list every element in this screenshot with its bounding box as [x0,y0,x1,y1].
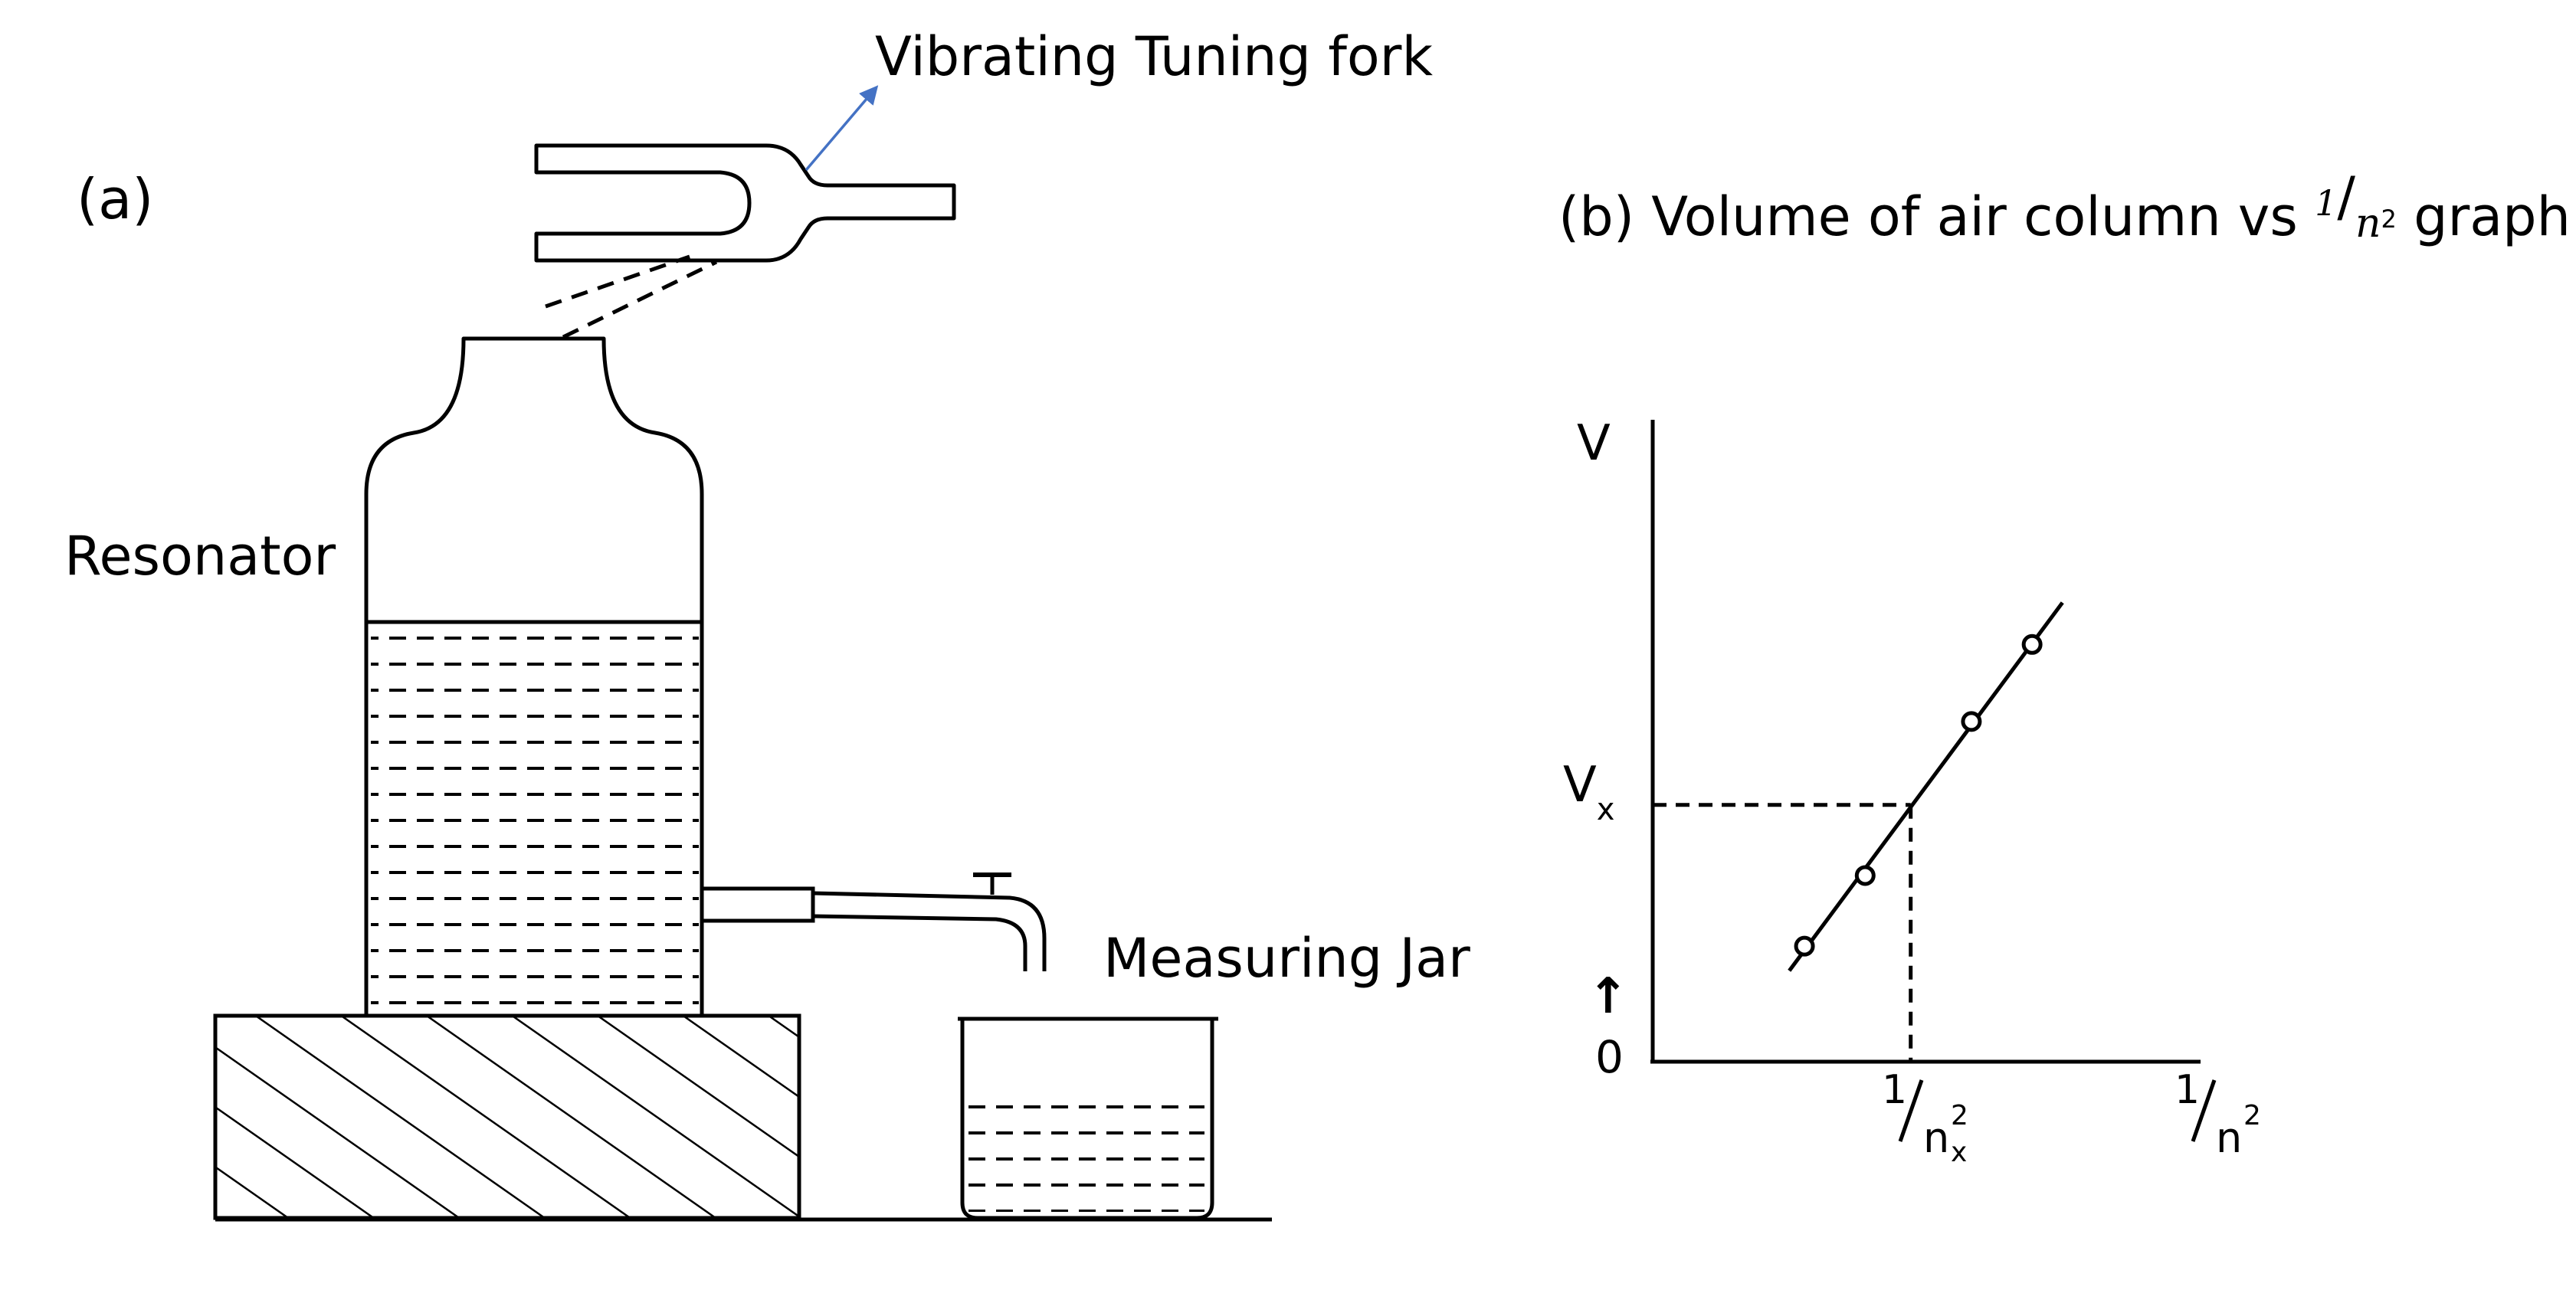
data-points [1794,633,2043,957]
data-point [1794,935,1815,957]
origin-label: 0 [1595,1031,1624,1083]
data-point [1854,865,1876,886]
data-point [2021,633,2043,655]
svg-text:1: 1 [1882,1067,1907,1113]
x-axis-label: 1 n 2 [2175,1067,2261,1162]
svg-text:x: x [1951,1137,1967,1168]
part-b-title: (b) Volume of air column vs 1/n2 graph [1558,165,2571,248]
part-a-label: (a) [77,167,153,231]
svg-text:n: n [2216,1114,2242,1162]
resonator-label: Resonator [64,525,336,588]
data-point [1961,711,1982,732]
fork-shadow-stem [545,254,718,339]
vx-label: Vx [1563,757,1614,827]
svg-text:1: 1 [2175,1067,2200,1113]
origin-arrow: ↑ [1588,968,1629,1025]
fork-label: Vibrating Tuning fork [875,25,1433,88]
resonator-stand [213,1013,801,1220]
jar-water [965,1089,1204,1212]
tuning-fork [534,143,956,263]
svg-text:2: 2 [2243,1100,2261,1131]
resonator-bottle [364,336,704,1016]
svg-text:2: 2 [1951,1100,1968,1131]
y-axis-label: V [1577,415,1611,472]
measuring-jar [958,1017,1218,1220]
fork-pointer-arrow [805,85,879,172]
outlet-tap [700,872,1047,971]
resonator-water [371,622,699,1014]
jar-label: Measuring Jar [1103,927,1470,990]
graph: V Vx ↑ 0 1 n 2 x 1 n 2 [1563,415,2261,1168]
best-fit-line [1788,601,2064,972]
svg-text:n: n [1923,1114,1949,1162]
x-marker-tick-label: 1 n 2 x [1882,1067,1968,1168]
